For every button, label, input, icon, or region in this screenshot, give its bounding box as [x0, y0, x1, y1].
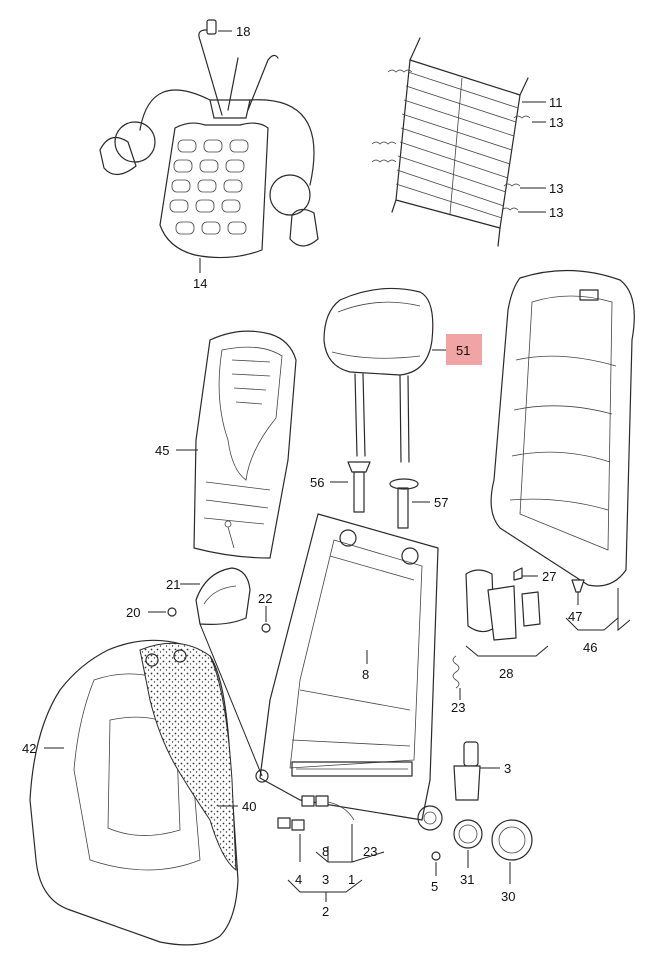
callout-28: 28	[499, 666, 513, 681]
callout-2: 2	[322, 904, 329, 919]
callout-18: 18	[236, 24, 250, 39]
callout-45: 45	[155, 443, 169, 458]
callout-51: 51	[456, 343, 470, 358]
callout-51-highlight	[446, 334, 482, 365]
callout-21: 21	[166, 577, 180, 592]
callout-20: 20	[126, 605, 140, 620]
spring-23	[452, 655, 460, 689]
callout-42: 42	[22, 741, 36, 756]
gear-31	[453, 819, 483, 849]
backrest-frame-shell	[490, 269, 635, 587]
headrest-guide-57	[389, 478, 419, 529]
callout-14: 14	[193, 276, 207, 291]
connectors	[277, 795, 355, 831]
callout-22: 22	[258, 591, 272, 606]
callout-46: 46	[583, 640, 597, 655]
callout-47: 47	[568, 609, 582, 624]
callout-23-bottom: 23	[363, 844, 377, 859]
callout-13-top: 13	[549, 115, 563, 130]
callout-40: 40	[242, 799, 256, 814]
screw-5	[431, 851, 441, 861]
lumbar-support-assembly	[99, 29, 319, 259]
callout-1: 1	[348, 872, 355, 887]
headrest-guide-56	[347, 461, 371, 513]
callout-27: 27	[542, 569, 556, 584]
callout-11: 11	[549, 95, 563, 110]
lever-21	[195, 567, 251, 625]
release-handle-set	[465, 567, 541, 641]
spring-mat	[371, 37, 531, 247]
backrest-cover	[29, 639, 239, 946]
callout-13-bottom: 13	[549, 205, 563, 220]
screw-47	[571, 579, 585, 593]
callout-30: 30	[501, 889, 515, 904]
heating-mat	[193, 330, 297, 559]
callout-8: 8	[362, 667, 369, 682]
callout-3-bottom: 3	[322, 872, 329, 887]
screw-20	[167, 607, 177, 617]
gear-30	[491, 819, 533, 861]
clip-18	[206, 19, 217, 35]
actuator-3	[453, 741, 481, 801]
callout-23: 23	[451, 700, 465, 715]
callout-3: 3	[504, 761, 511, 776]
seat-frame	[255, 513, 443, 831]
headrest	[323, 287, 434, 463]
callout-56: 56	[310, 475, 324, 490]
callout-13-middle: 13	[549, 181, 563, 196]
callout-57: 57	[434, 495, 448, 510]
callout-31: 31	[460, 872, 474, 887]
callout-8-bottom: 8	[322, 844, 329, 859]
screw-22	[261, 623, 271, 633]
callout-4: 4	[295, 872, 302, 887]
callout-5: 5	[431, 879, 438, 894]
